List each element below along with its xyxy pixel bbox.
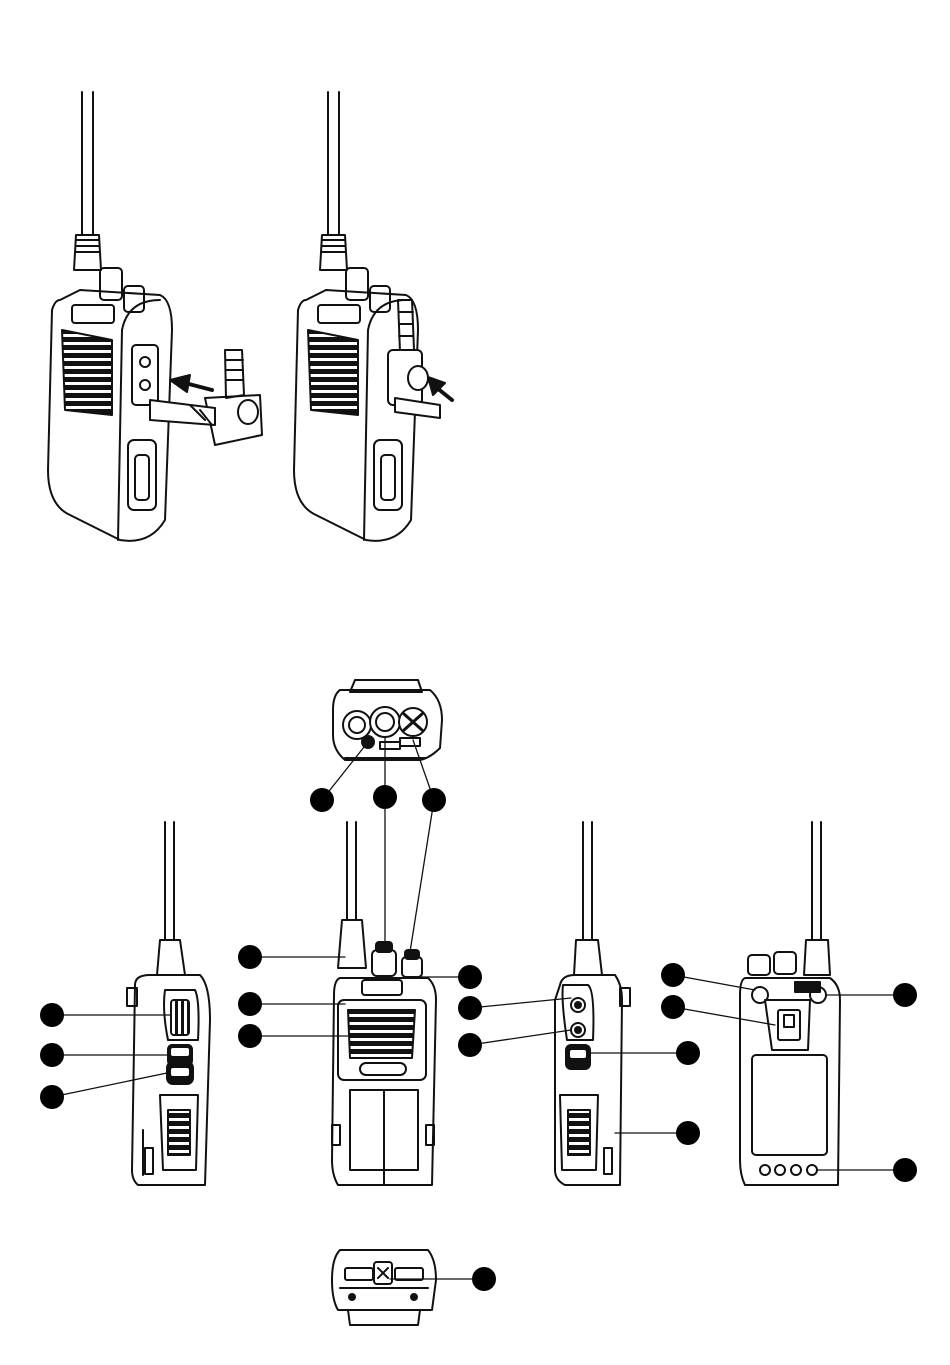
callout-dot (238, 1024, 262, 1048)
radio-rear-view (740, 822, 840, 1185)
callout-dot (661, 995, 685, 1019)
channel-knob (100, 268, 122, 300)
callout-dot (373, 785, 397, 809)
channel-knob (346, 268, 368, 300)
callout-dot (422, 788, 446, 812)
callout-dot (458, 1033, 482, 1057)
earpiece-plug (150, 350, 262, 445)
earpiece-insertion-step-2 (294, 92, 452, 541)
callout-dot (40, 1043, 64, 1067)
radio-right-side-view (555, 822, 630, 1185)
callout-dot (40, 1003, 64, 1027)
radio-left-side-view (127, 822, 210, 1185)
callout-dot (458, 965, 482, 989)
antenna (74, 92, 101, 270)
callout-dot (676, 1121, 700, 1145)
callout-dot (238, 945, 262, 969)
radio-front-view (332, 822, 436, 1185)
callout-dot (893, 983, 917, 1007)
callout-dot (661, 963, 685, 987)
earpiece-insertion-step-1 (48, 92, 262, 541)
callout-dot (458, 996, 482, 1020)
insert-arrow-icon (170, 375, 212, 392)
callout-dot (238, 992, 262, 1016)
callout-dot (676, 1041, 700, 1065)
antenna (320, 92, 347, 270)
radio-top-view (333, 680, 442, 760)
callout-dot (472, 1267, 496, 1291)
radio-bottom-view (332, 1250, 436, 1325)
callout-dot (310, 788, 334, 812)
callout-dot (893, 1158, 917, 1182)
insert-arrow-icon (428, 377, 452, 400)
callout-dot (40, 1085, 64, 1109)
